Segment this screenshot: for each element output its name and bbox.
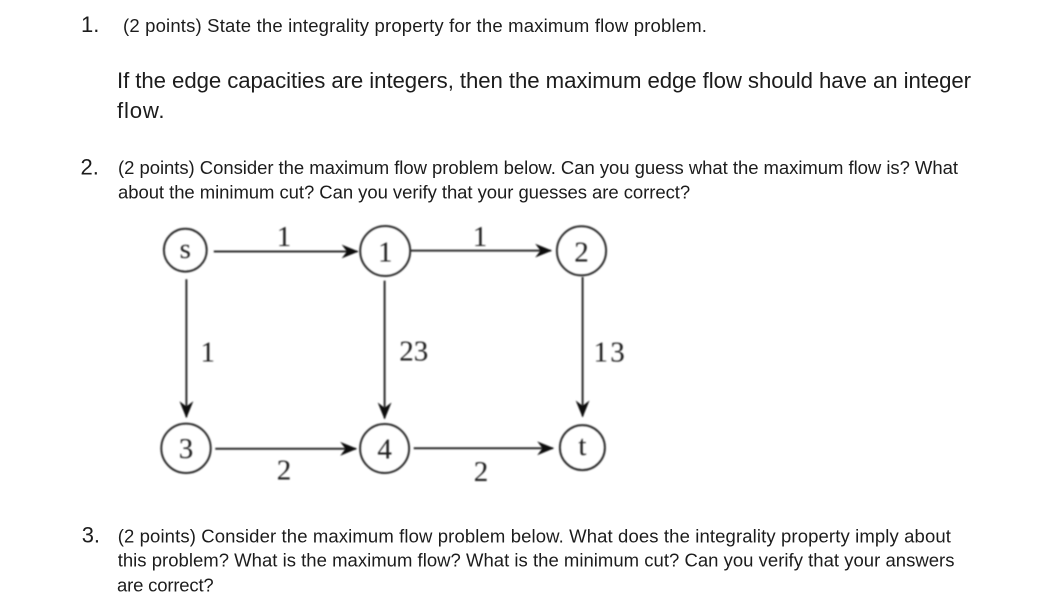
svg-text:3: 3 [179,433,194,465]
svg-text:are correct?: are correct? [117,574,214,595]
svg-text:t: t [578,430,586,462]
svg-text:3.: 3. [82,522,100,547]
svg-text:s: s [180,233,191,265]
svg-text:this problem? What is the maxi: this problem? What is the maximum flow? … [118,550,955,571]
svg-text:2.: 2. [81,155,99,180]
svg-text:13: 13 [594,337,627,369]
svg-text:1.: 1. [81,12,99,37]
svg-text:23: 23 [399,336,428,368]
svg-text:4: 4 [377,433,392,465]
svg-text:(2 points) State the integrali: (2 points) State the integrality propert… [123,15,707,36]
svg-text:flow.: flow. [117,98,165,123]
svg-text:1: 1 [378,236,393,268]
svg-text:1: 1 [277,221,292,253]
svg-text:(2 points) Consider the maximu: (2 points) Consider the maximum flow pro… [118,157,958,178]
svg-text:2: 2 [474,456,489,488]
svg-text:2: 2 [574,237,589,269]
svg-text:1: 1 [473,221,488,253]
svg-text:about the minimum cut? Can you: about the minimum cut? Can you verify th… [118,181,690,202]
svg-text:(2 points) Consider the maximu: (2 points) Consider the maximum flow pro… [118,525,951,546]
svg-text:2: 2 [277,455,292,487]
svg-text:1: 1 [200,336,215,368]
svg-text:If the edge capacities are int: If the edge capacities are integers, the… [117,68,972,93]
